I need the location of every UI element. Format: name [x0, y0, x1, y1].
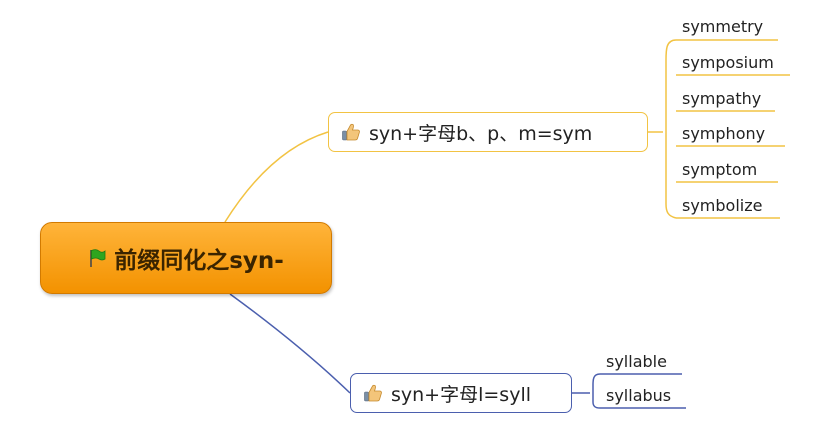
leaf-topic-syllable[interactable]: syllable: [606, 352, 667, 371]
leaf-topic-symmetry[interactable]: symmetry: [682, 17, 764, 36]
leaf-topic-symbolize[interactable]: symbolize: [682, 196, 763, 215]
leaf-topic-symphony[interactable]: symphony: [682, 124, 766, 143]
branch-topic-sym[interactable]: syn+字母b、p、m=sym: [328, 112, 648, 152]
branch-1-bracket: [648, 39, 790, 219]
branch-topic-syll[interactable]: syn+字母l=syll: [350, 373, 572, 413]
branch-topic-syll-label: syn+字母l=syll: [391, 383, 532, 406]
central-topic-label: 前缀同化之syn-: [114, 248, 284, 274]
branch-2-bracket: [572, 373, 686, 409]
thumbs-up-icon: [341, 122, 361, 142]
green-flag-icon: [88, 248, 106, 268]
leaf-topic-sympathy[interactable]: sympathy: [682, 89, 762, 108]
central-topic[interactable]: 前缀同化之syn-: [40, 222, 332, 294]
leaf-topic-symposium[interactable]: symposium: [682, 53, 774, 72]
branch-topic-sym-label: syn+字母b、p、m=sym: [369, 122, 593, 145]
leaf-topic-syllabus[interactable]: syllabus: [606, 386, 672, 405]
thumbs-up-icon: [363, 383, 383, 403]
connector-central-branch-1: [224, 131, 329, 223]
connector-central-branch-2: [229, 293, 351, 394]
leaf-topic-symptom[interactable]: symptom: [682, 160, 758, 179]
